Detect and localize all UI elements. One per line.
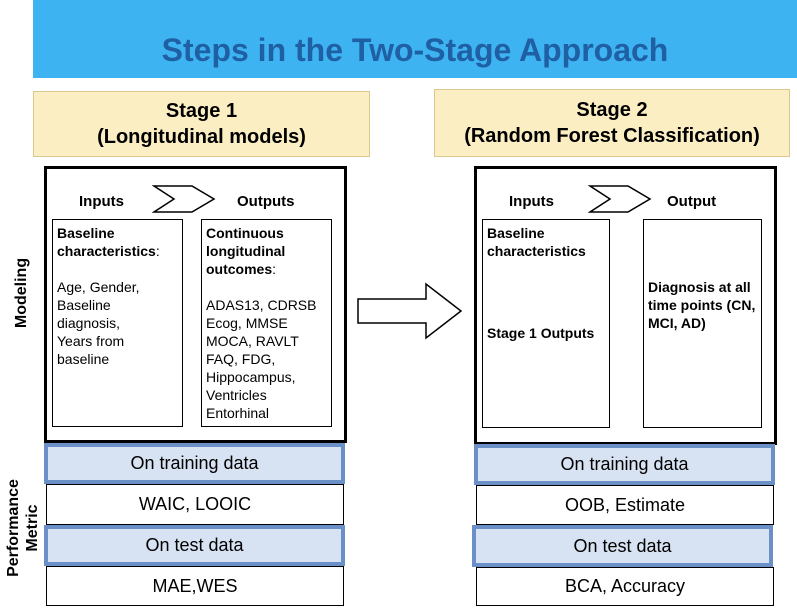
list-item: Years from <box>57 333 125 349</box>
stage2-inputs-box: Baseline characteristics Stage 1 Outputs <box>482 219 610 428</box>
performance-metric-label: Performance Metric <box>5 479 41 577</box>
list-item: Baseline <box>57 297 111 313</box>
list-item: diagnosis, <box>57 315 121 331</box>
stage1-training-label: On training data <box>44 443 345 484</box>
stage2-output-box: Diagnosis at all time points (CN, MCI, A… <box>643 219 762 428</box>
stage2-training-label: On training data <box>474 444 775 485</box>
chevron-arrow-icon <box>588 185 652 213</box>
stage2-test-label: On test data <box>472 525 773 567</box>
list-item: Entorhinal <box>206 405 270 421</box>
stage1-inputs-label: Inputs <box>79 193 124 210</box>
stage1-header: Stage 1 (Longitudinal models) <box>33 91 370 157</box>
stage2-training-value: OOB, Estimate <box>476 485 774 525</box>
stage2-output-text: Diagnosis at all time points (CN, MCI, A… <box>648 279 756 331</box>
stage1-outputs-heading: Continuous longitudinal outcomes <box>206 225 286 277</box>
stage1-subtitle: (Longitudinal models) <box>97 126 306 148</box>
page-title: Steps in the Two-Stage Approach <box>161 31 669 68</box>
stage2-header: Stage 2 (Random Forest Classification) <box>434 89 790 157</box>
stage1-test-value: MAE,WES <box>46 566 344 606</box>
stage2-input-baseline: Baseline characteristics <box>487 225 586 259</box>
list-item: Hippocampus, <box>206 369 296 385</box>
chevron-arrow-icon <box>152 185 216 213</box>
stage1-inputs-heading: Baseline characteristics <box>57 225 156 259</box>
title-banner: Steps in the Two-Stage Approach <box>33 0 797 78</box>
stage1-training-value: WAIC, LOOIC <box>46 484 344 525</box>
stage1-outputs-box: Continuous longitudinal outcomes: ADAS13… <box>201 219 332 427</box>
stage2-title: Stage 2 <box>576 99 648 121</box>
modeling-label: Modeling <box>13 257 30 329</box>
stage1-inputs-box: Baseline characteristics: Age, Gender, B… <box>52 219 183 427</box>
list-item: FAQ, FDG, <box>206 351 276 367</box>
stage2-subtitle: (Random Forest Classification) <box>464 125 760 147</box>
stage1-title: Stage 1 <box>165 100 238 122</box>
list-item: Ventricles <box>206 387 267 403</box>
list-item: MOCA, RAVLT <box>206 333 299 349</box>
stage1-outputs-label: Outputs <box>237 193 295 210</box>
stage2-input-stage1-outputs: Stage 1 Outputs <box>487 325 595 341</box>
stage2-inputs-label: Inputs <box>509 193 554 210</box>
stage2-test-value: BCA, Accuracy <box>476 567 774 606</box>
stage-transition-arrow-icon <box>357 282 463 340</box>
list-item: Age, Gender, <box>57 279 140 295</box>
stage1-test-label: On test data <box>44 525 345 566</box>
list-item: Ecog, MMSE <box>206 315 288 331</box>
stage2-output-label: Output <box>667 193 717 210</box>
list-item: baseline <box>57 351 110 367</box>
list-item: ADAS13, CDRSB <box>206 297 317 313</box>
